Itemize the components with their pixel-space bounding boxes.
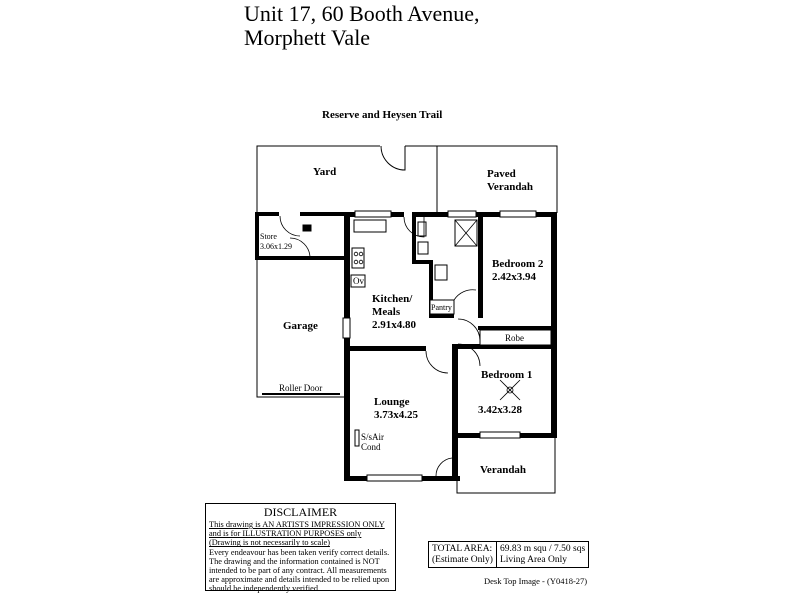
disclaimer-box: DISCLAIMER This drawing is AN ARTISTS IM… [205, 503, 396, 594]
bedroom-1-size: 3.42x3.28 [478, 404, 522, 416]
address-line-1: Unit 17, 60 Booth Avenue, [244, 1, 480, 26]
roller-door-label: Roller Door [279, 383, 323, 393]
room-bedroom-1: Bedroom 1 [481, 369, 533, 381]
area-estimate: (Estimate Only) [432, 554, 493, 565]
room-yard: Yard [313, 166, 337, 178]
room-robe: Robe [505, 333, 524, 343]
disclaimer-line-3: (Drawing is not necessarily to scale) [209, 538, 330, 548]
disclaimer-line-1: This drawing is AN ARTISTS IMPRESSION ON… [209, 520, 385, 529]
boundary-label: Reserve and Heysen Trail [322, 109, 443, 121]
image-reference: Desk Top Image - (Y0418-27) [484, 576, 588, 586]
oven-label: Ov [353, 276, 364, 286]
total-area-box: TOTAL AREA:(Estimate Only) 69.83 m squ /… [428, 541, 590, 568]
disclaimer-body: Every endeavour has been taken verify co… [209, 547, 390, 594]
pantry-label: Pantry [431, 303, 452, 312]
disclaimer-line-2: and is for ILLUSTRATION PURPOSES only [209, 529, 362, 539]
area-label: TOTAL AREA: [432, 544, 493, 554]
walls [255, 212, 557, 481]
area-value: 69.83 m squ / 7.50 sqs [499, 544, 586, 554]
disclaimer-title: DISCLAIMER [263, 505, 338, 519]
area-note: Living Area Only [499, 554, 567, 565]
room-garage: Garage [283, 320, 318, 332]
address-line-2: Morphett Vale [244, 25, 371, 50]
room-verandah: Verandah [480, 464, 527, 476]
